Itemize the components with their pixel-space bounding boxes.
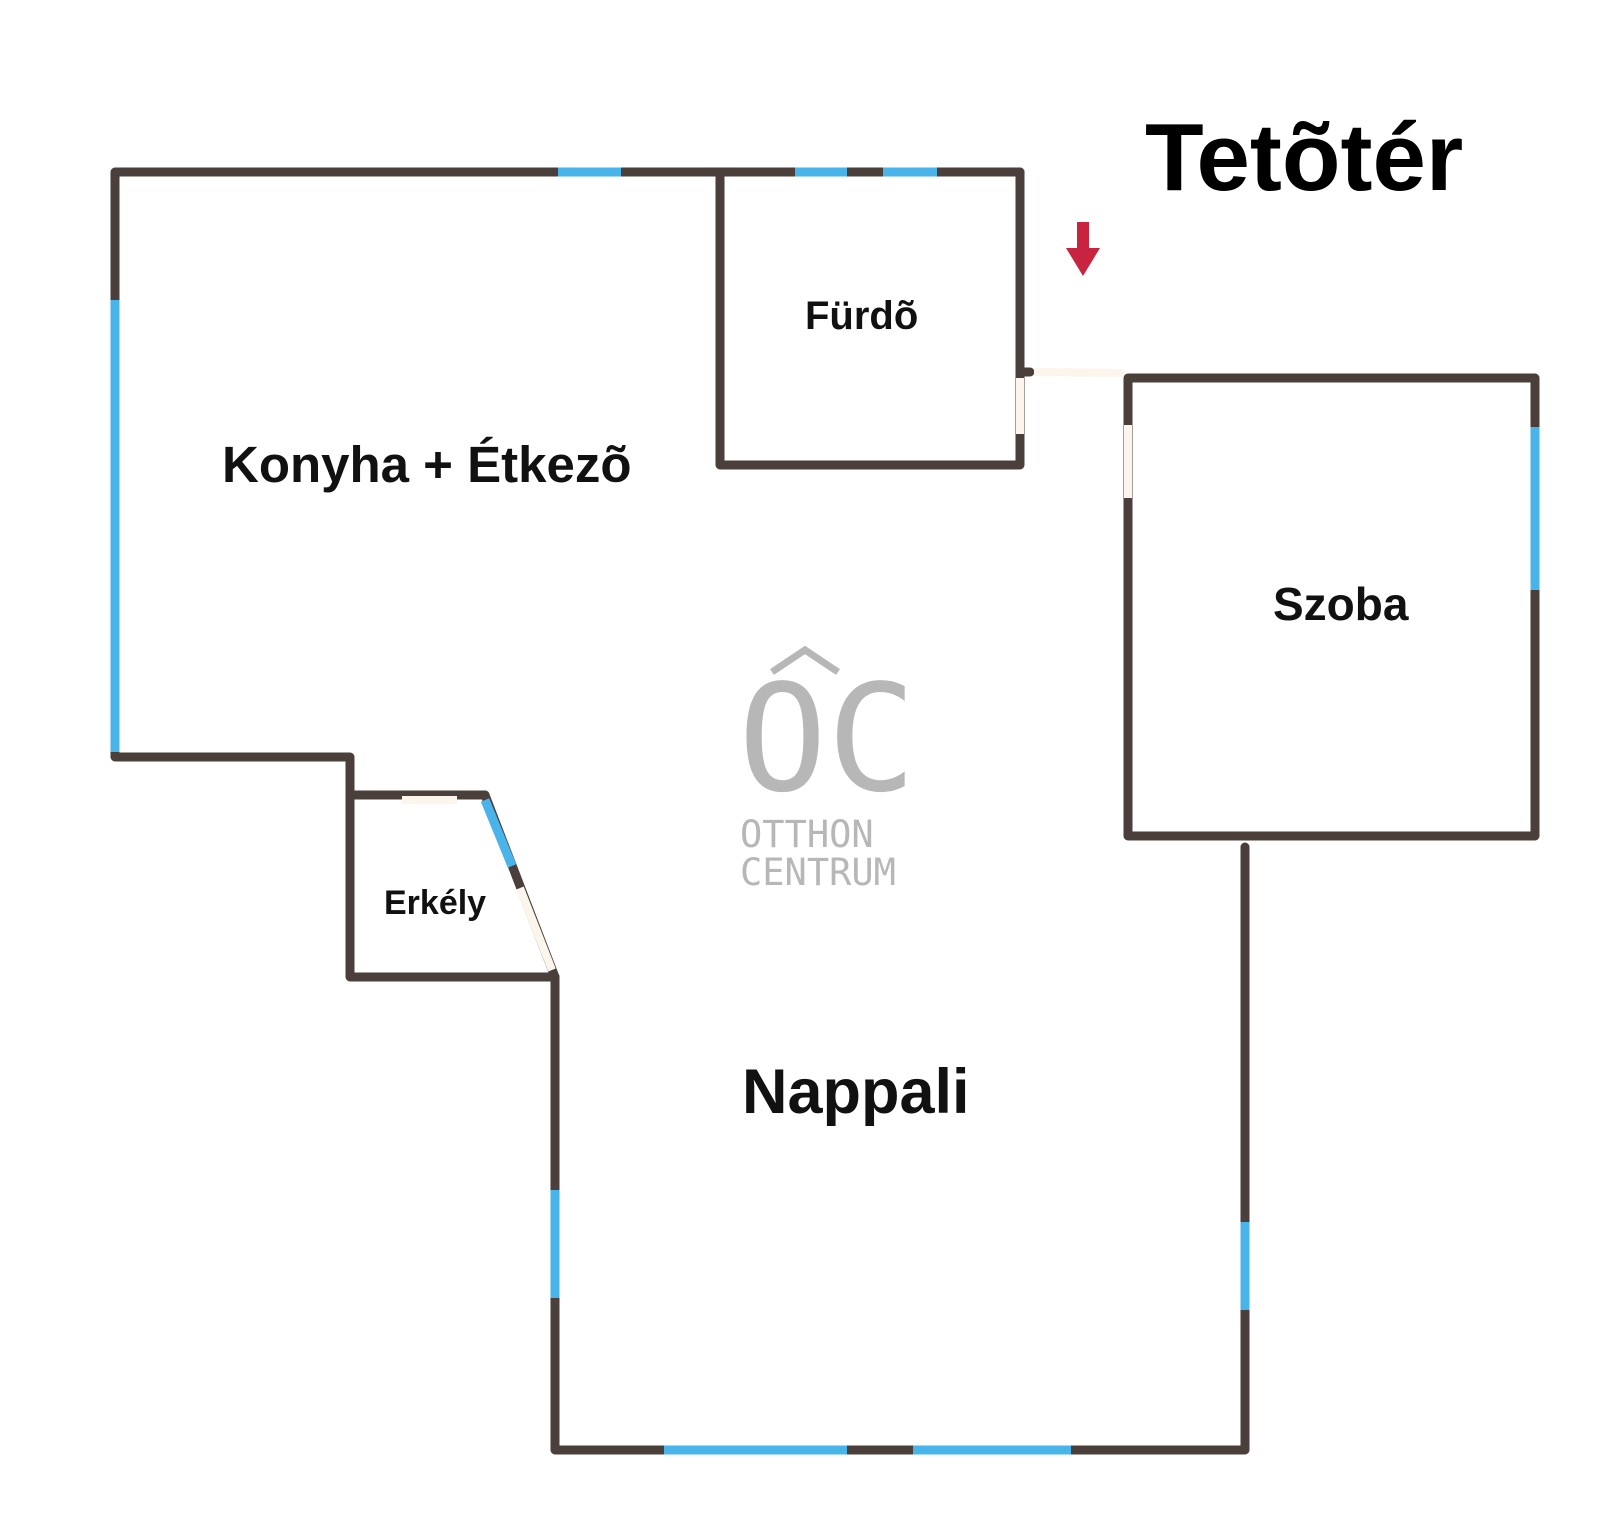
wall-living [550, 842, 1250, 1455]
room-label-bedroom: Szoba [1273, 578, 1409, 630]
wall-balcony-side [345, 790, 560, 982]
logo-line-1: OTTHON [740, 813, 874, 856]
room-label-balcony: Erkély [384, 884, 486, 922]
door-entrance [1033, 368, 1125, 377]
doors [402, 368, 1132, 972]
wall-bedroom [1123, 373, 1540, 841]
wall-outer-left [110, 167, 1025, 805]
logo-mark: OC [738, 653, 916, 825]
wall-bathroom [715, 167, 1025, 470]
floor-title: Tetõtér [1145, 104, 1463, 211]
logo-line-2: CENTRUM [740, 851, 896, 894]
otthon-centrum-logo: OC OTTHON CENTRUM [738, 645, 916, 894]
window [480, 798, 517, 868]
door-balcony-diagonal [516, 886, 556, 972]
room-label-bathroom: Fürdõ [805, 294, 918, 338]
room-label-kitchen: Konyha + Étkezõ [222, 436, 632, 493]
entrance-arrow-icon [1066, 222, 1100, 276]
room-label-living: Nappali [742, 1057, 970, 1127]
windows [110, 167, 1540, 1455]
